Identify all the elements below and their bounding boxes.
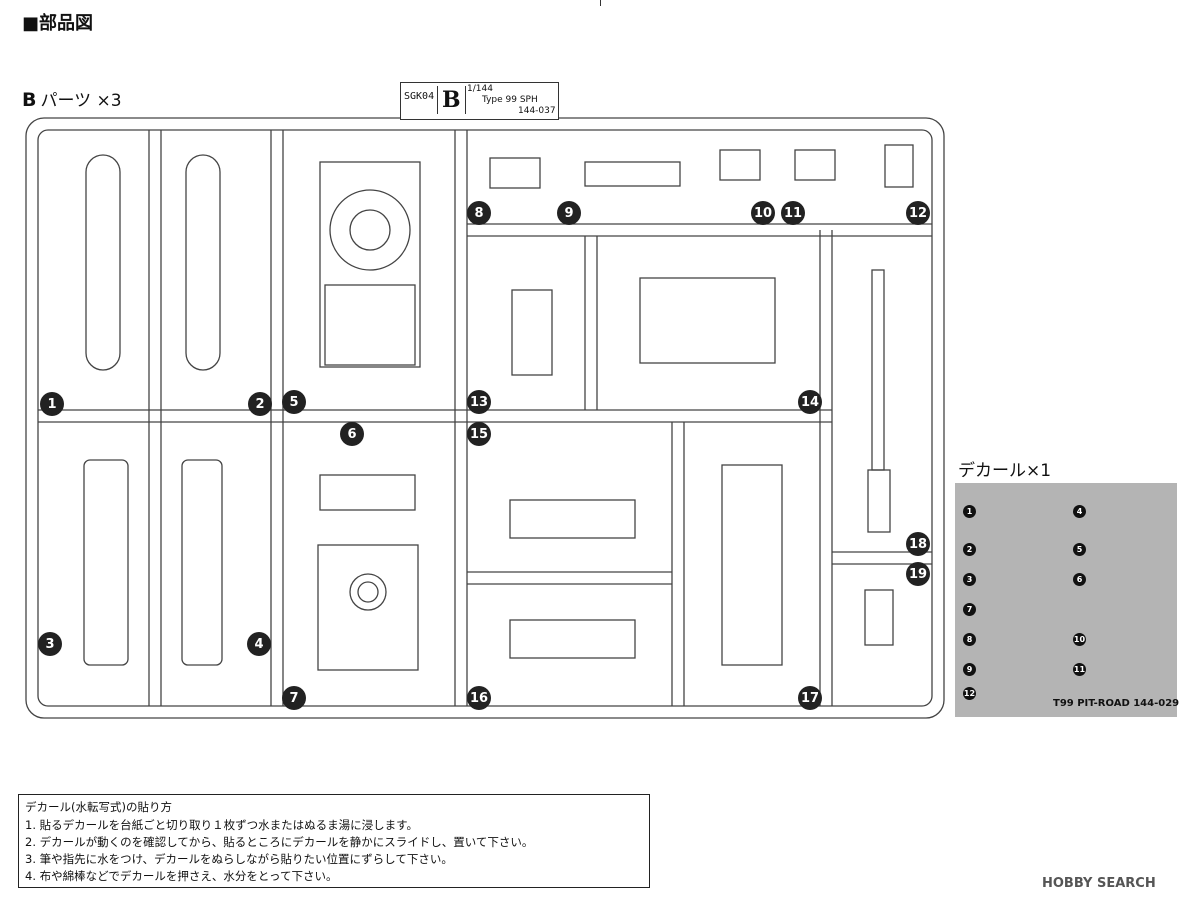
part-badge-2: 2 (248, 392, 272, 416)
runner-tag-number: 144-037 (518, 106, 556, 116)
runner-tag (400, 82, 559, 120)
part-badge-8: 8 (467, 201, 491, 225)
part-badge-9: 9 (557, 201, 581, 225)
page-title: ■部品図 (22, 13, 94, 34)
decal-badge-5: 5 (1073, 543, 1086, 556)
part-badge-4: 4 (247, 632, 271, 656)
part-badge-18: 18 (906, 532, 930, 556)
decal-badge-10: 10 (1073, 633, 1086, 646)
instruction-step: 3. 筆や指先に水をつけ、デカールをぬらしながら貼りたい位置にずらして下さい。 (25, 852, 453, 866)
part-badge-11: 11 (781, 201, 805, 225)
runner-tag-name: Type 99 SPH (482, 95, 538, 105)
part-badge-7: 7 (282, 686, 306, 710)
part-badge-12: 12 (906, 201, 930, 225)
decal-badge-8: 8 (963, 633, 976, 646)
part-badge-3: 3 (38, 632, 62, 656)
decal-badge-2: 2 (963, 543, 976, 556)
decal-instructions: デカール(水転写式)の貼り方 1. 貼るデカールを台紙ごと切り取り１枚ずつ水また… (18, 794, 650, 888)
decal-badge-12: 12 (963, 687, 976, 700)
part-badge-13: 13 (467, 390, 491, 414)
decal-badge-1: 1 (963, 505, 976, 518)
decal-badge-7: 7 (963, 603, 976, 616)
instructions-title: デカール(水転写式)の貼り方 (25, 800, 172, 814)
decal-sheet: 1 2 3 7 8 9 12 4 5 6 10 11 (955, 483, 1177, 717)
top-rule (600, 0, 601, 6)
part-badge-19: 19 (906, 562, 930, 586)
runner-tag-scale: 1/144 (467, 84, 493, 94)
decal-badge-11: 11 (1073, 663, 1086, 676)
part-badge-10: 10 (751, 201, 775, 225)
decal-label: デカール×1 (958, 461, 1052, 481)
part-badge-6: 6 (340, 422, 364, 446)
runner-tag-letter: B (437, 86, 466, 114)
instruction-step: 2. デカールが動くのを確認してから、貼るところにデカールを静かにスライドし、置… (25, 835, 534, 849)
runner-tag-code: SGK04 (404, 91, 435, 102)
part-badge-5: 5 (282, 390, 306, 414)
part-badge-16: 16 (467, 686, 491, 710)
part-badge-15: 15 (467, 422, 491, 446)
decal-badge-4: 4 (1073, 505, 1086, 518)
decal-code: T99 PIT-ROAD 144-029 (1053, 698, 1180, 709)
instruction-step: 1. 貼るデカールを台紙ごと切り取り１枚ずつ水またはぬるま湯に浸します。 (25, 818, 418, 832)
decal-badge-9: 9 (963, 663, 976, 676)
parts-letter: B (22, 89, 37, 111)
part-badge-17: 17 (798, 686, 822, 710)
watermark: HOBBY SEARCH (1042, 876, 1156, 891)
part-badge-1: 1 (40, 392, 64, 416)
decal-badge-3: 3 (963, 573, 976, 586)
part-badge-14: 14 (798, 390, 822, 414)
parts-count: パーツ ×3 (40, 91, 122, 111)
instruction-step: 4. 布や綿棒などでデカールを押さえ、水分をとって下さい。 (25, 869, 338, 883)
decal-badge-6: 6 (1073, 573, 1086, 586)
